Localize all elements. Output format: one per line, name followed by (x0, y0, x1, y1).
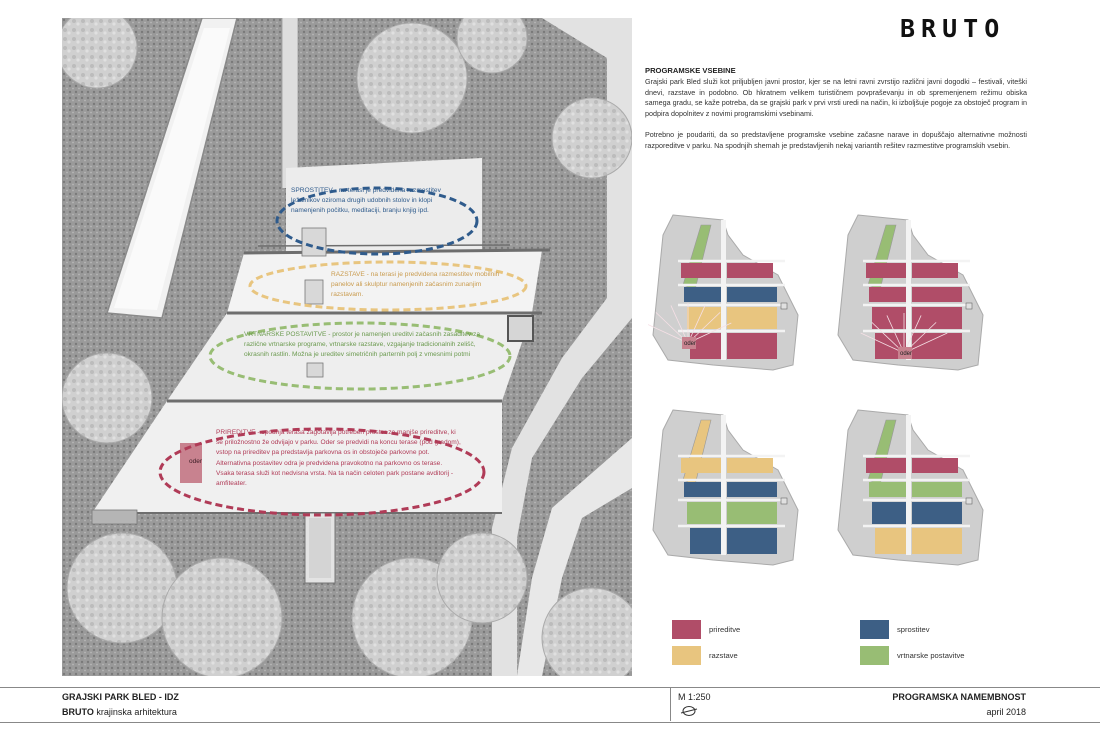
variant-band-right-3 (912, 307, 962, 329)
variant-band-left-3 (872, 502, 906, 524)
zone-vrtnarske (208, 321, 512, 391)
variant-sightline (648, 324, 689, 344)
intro-text: PROGRAMSKE VSEBINE Grajski park Bled slu… (645, 66, 1027, 152)
variant-2: oder (837, 214, 984, 371)
variant-band-right-2 (912, 287, 962, 302)
office-name: BRUTO krajinska arhitektura (62, 707, 177, 717)
variant-band-left-2 (684, 287, 721, 302)
annotation-vrtnarske: VRTNARSKE POSTAVITVE - prostor je namenj… (244, 331, 481, 359)
variant-pavilion (965, 302, 973, 310)
sheet-date: april 2018 (986, 707, 1026, 717)
annotation-razstave: RAZSTAVE - na terasi je predvidena razme… (331, 271, 500, 299)
variant-band-right-4 (727, 333, 777, 359)
north-arrow-icon (680, 706, 698, 716)
legend-sprostitev: sprostitev (860, 620, 930, 639)
intro-paragraph-2: Potrebno je poudariti, da so predstavlje… (645, 129, 1027, 150)
variant-band-left-1 (866, 263, 906, 278)
site-plan (62, 18, 632, 676)
footer-top-line (0, 687, 1100, 688)
legend-razstave: razstave (672, 646, 738, 665)
upper-terrace (286, 158, 482, 253)
legend-prireditve-label: prireditve (709, 625, 741, 634)
terrace-vrtnarske (167, 313, 532, 401)
variant-band-right-2 (727, 287, 777, 302)
office-name-bold: BRUTO (62, 707, 94, 717)
annotation-sprostitev: SPROSTITEV - na terasi je predvidena raz… (291, 187, 441, 215)
variant-band-right-4 (727, 528, 777, 554)
variant-band-right-3 (727, 307, 777, 329)
variant-band-right-2 (727, 482, 777, 497)
office-name-rest: krajinska arhitektura (93, 707, 177, 717)
legend-vrtnarske: vrtnarske postavitve (860, 646, 965, 665)
variant-band-left-1 (681, 458, 721, 473)
variant-band-right-3 (912, 502, 962, 524)
intro-heading: PROGRAMSKE VSEBINE (645, 66, 736, 75)
variant-band-right-1 (912, 458, 958, 473)
variant-band-right-3 (727, 502, 777, 524)
variant-band-left-2 (684, 482, 721, 497)
variant-sightline (886, 315, 905, 354)
variant-band-left-4 (875, 528, 906, 554)
variant-1: oder (648, 214, 799, 371)
variant-axis (721, 220, 726, 360)
variant-axis (906, 220, 911, 360)
left-pergola-inner (114, 28, 230, 310)
variant-axis (906, 415, 911, 555)
variant-band-right-4 (912, 528, 962, 554)
variant-stage (898, 347, 912, 359)
variant-band-right-2 (912, 482, 962, 497)
top-stairs (282, 18, 298, 188)
terrace-prireditve (92, 401, 502, 513)
variant-band-left-1 (681, 263, 721, 278)
variant-stage-label: oder (900, 351, 912, 357)
zone-prireditve (158, 427, 486, 517)
legend-prireditve: prireditve (672, 620, 740, 639)
swatch-vrtnarske (860, 646, 889, 665)
variant-band-left-1 (866, 458, 906, 473)
legend-sprostitev-label: sprostitev (897, 625, 930, 634)
swatch-prireditve (672, 620, 701, 639)
variant-band-right-1 (727, 458, 773, 473)
stage-label: oder (189, 458, 203, 465)
scale-label: M 1:250 (678, 692, 711, 702)
variant-pavilion (965, 497, 973, 505)
variant-band-left-3 (687, 502, 721, 524)
variant-band-left-4 (690, 528, 721, 554)
footer-bottom-line (0, 722, 1100, 723)
swatch-razstave (672, 646, 701, 665)
variant-stage-label: oder (684, 341, 696, 347)
legend-razstave-label: razstave (709, 651, 738, 660)
swatch-sprostitev (860, 620, 889, 639)
variant-diagrams: oder oder (648, 214, 984, 566)
annotation-prireditve: PRIREDITVE - spodnja terasa zagotavlja p… (216, 429, 461, 488)
variant-axis (721, 415, 726, 555)
sheet-title: PROGRAMSKA NAMEMBNOST (892, 692, 1026, 702)
intro-paragraph-1: Grajski park Bled služi kot priljubljen … (645, 76, 1027, 119)
footer-divider (670, 688, 671, 721)
lower-path (517, 438, 632, 676)
zone-razstave (248, 260, 528, 312)
stage-block (180, 443, 202, 483)
variant-sightline (687, 305, 706, 344)
variant-band-right-1 (912, 263, 958, 278)
variant-band-left-3 (872, 307, 906, 329)
legend: prireditve razstave sprostitev vrtnarske… (672, 620, 1012, 666)
variant-3 (652, 409, 799, 566)
variant-band-left-2 (869, 287, 906, 302)
zone-sprostitev (275, 186, 479, 256)
variant-band-right-1 (727, 263, 773, 278)
project-title: GRAJSKI PARK BLED - IDZ (62, 692, 179, 702)
bruto-logo: BRUTO (900, 14, 1006, 43)
legend-vrtnarske-label: vrtnarske postavitve (897, 651, 965, 660)
variant-sightline (903, 315, 922, 354)
variant-sightline (670, 305, 689, 344)
variant-stage (682, 337, 696, 349)
variant-pavilion (780, 497, 788, 505)
variant-pavilion (780, 302, 788, 310)
variant-band-left-2 (869, 482, 906, 497)
variant-band-left-3 (687, 307, 721, 329)
variant-sightline (860, 332, 905, 354)
variant-4 (837, 409, 984, 566)
